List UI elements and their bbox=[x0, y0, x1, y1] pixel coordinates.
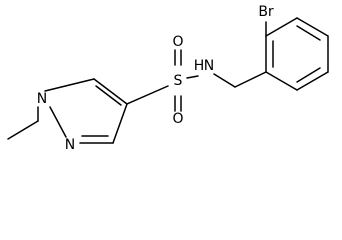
bond-benz-inner-top-right bbox=[296, 25, 321, 41]
bond-n1-c5 bbox=[44, 78, 95, 92]
bond-lines bbox=[7, 17, 329, 144]
atom-sulfur-label: S bbox=[174, 73, 183, 89]
bond-ethyl-ch3-ch2 bbox=[7, 120, 39, 140]
bond-c4-sulfur bbox=[126, 85, 169, 105]
bond-benz-inner-bottom-right bbox=[296, 67, 321, 83]
bond-c5-c4-inner bbox=[95, 85, 122, 106]
atom-pyrazole-n2-label: N bbox=[65, 137, 75, 153]
chemical-structure: Br O S O H N N N bbox=[7, 4, 329, 153]
bond-sulfur-nitrogen bbox=[186, 75, 199, 79]
atom-pyrazole-n1-label: N bbox=[37, 91, 47, 107]
atom-bromine-label: Br bbox=[258, 4, 274, 20]
bond-benz-c2-c3 bbox=[265, 17, 298, 37]
bond-benz-c5-c6 bbox=[296, 71, 329, 91]
atom-oxygen-bottom-label: O bbox=[172, 111, 183, 127]
bond-benz-c6-c1 bbox=[265, 71, 298, 91]
bond-c5-c4-double bbox=[93, 78, 128, 105]
atom-labels: Br O S O H N N N bbox=[37, 4, 274, 153]
bond-nitrogen-ch2 bbox=[213, 73, 236, 88]
bond-n2-n1 bbox=[49, 106, 67, 138]
atom-amide-nitrogen-label: N bbox=[204, 58, 214, 74]
bond-c4-c3 bbox=[112, 103, 128, 144]
atom-amide-hydrogen-label: H bbox=[194, 58, 205, 74]
bond-ch2-ring bbox=[234, 71, 267, 88]
bond-benz-c3-c4 bbox=[296, 17, 329, 37]
atom-oxygen-top-label: O bbox=[172, 34, 183, 50]
